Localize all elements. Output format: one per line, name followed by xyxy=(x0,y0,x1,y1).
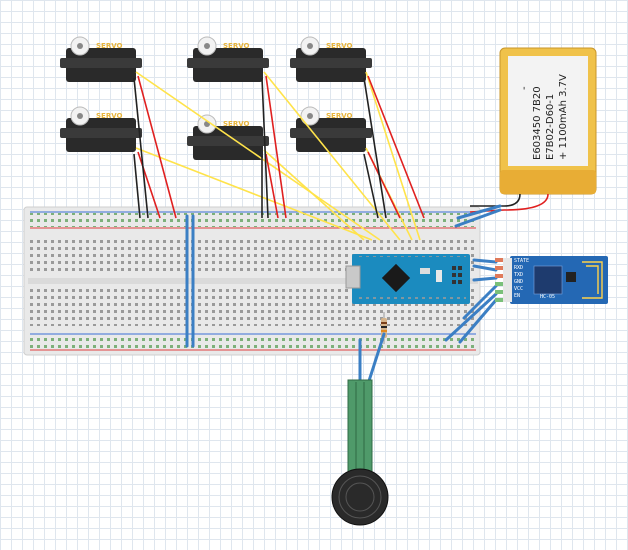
servo-label: SERVO xyxy=(326,42,353,50)
signal-wire-servo-1 xyxy=(135,71,381,241)
ground-wire-servo-3 xyxy=(261,77,269,219)
servo-1: SERVO xyxy=(59,36,143,83)
signal-wire-servo-5 xyxy=(365,71,421,241)
force-sensor xyxy=(331,332,389,526)
servo-label: SERVO xyxy=(326,112,353,120)
lipo-battery: E603450 7B20 E7B02-D60-1 + 1100mAh 3.7V … xyxy=(454,47,597,228)
power-wire-servo-1 xyxy=(137,75,177,219)
power-wire-servo-4 xyxy=(265,153,279,219)
servo-ground-wires xyxy=(133,77,387,219)
bluetooth-pin-label: RXD xyxy=(514,265,523,271)
bluetooth-model: HC-05 xyxy=(540,294,555,300)
rail-jumpers xyxy=(185,214,195,348)
bluetooth-pin-label: GND xyxy=(514,279,523,285)
battery-jumper-2 xyxy=(454,208,502,228)
signal-wire-servo-4 xyxy=(263,149,365,241)
arduino-nano xyxy=(345,254,470,304)
bluetooth-pin-label: VCC xyxy=(514,286,523,292)
breadboard xyxy=(23,206,481,356)
servo-label: SERVO xyxy=(223,42,250,50)
power-wire-servo-3 xyxy=(265,75,287,219)
bottom-power-rail xyxy=(30,335,476,349)
ground-wire-servo-5 xyxy=(363,77,387,219)
servo-4: SERVO xyxy=(186,114,270,161)
power-wire-servo-6 xyxy=(367,151,401,219)
battery-label-line2: E7B02-D60-1 xyxy=(545,94,556,160)
antenna-trace xyxy=(582,261,603,299)
bluetooth-pins xyxy=(495,258,503,302)
ground-wire-servo-2 xyxy=(133,153,141,219)
ground-wire-servo-6 xyxy=(363,153,379,219)
servo-label: SERVO xyxy=(96,112,123,120)
microcontroller-chip xyxy=(381,263,411,293)
sensor-jumper-2 xyxy=(366,332,386,386)
bt-wire-1 xyxy=(472,258,498,264)
bluetooth-wires xyxy=(444,258,498,344)
bluetooth-pin-label: TXD xyxy=(514,272,523,278)
battery-label-line1: E603450 7B20 xyxy=(532,86,543,160)
servo-label: SERVO xyxy=(96,42,123,50)
top-power-rail xyxy=(30,213,476,227)
battery-label-line3: + 1100mAh 3.7V xyxy=(558,74,569,160)
bluetooth-pin-label: EN xyxy=(514,293,520,299)
ground-wire-servo-1 xyxy=(133,77,149,219)
bluetooth-pin-label: STATE xyxy=(514,258,529,264)
battery-jumper-1 xyxy=(456,204,502,220)
bt-wire-2 xyxy=(472,264,498,272)
servo-power-wires xyxy=(137,75,425,219)
battery-ground-wire xyxy=(470,193,521,207)
center-channel xyxy=(28,278,478,284)
servo-5: SERVO xyxy=(289,36,373,83)
battery-power-wire xyxy=(469,193,549,213)
icsp-header xyxy=(452,266,462,284)
signal-wire-servo-2 xyxy=(135,147,373,241)
servo-3: SERVO xyxy=(186,36,270,83)
battery-minus-label: - xyxy=(519,86,530,90)
bt-wire-5 xyxy=(444,292,498,342)
servo-label: SERVO xyxy=(223,120,250,128)
bt-wire-6 xyxy=(458,298,498,344)
usb-port xyxy=(345,265,361,289)
power-wire-servo-2 xyxy=(137,151,161,219)
bt-wire-4 xyxy=(462,284,498,320)
servo-6: SERVO xyxy=(289,106,373,153)
bt-wire-3 xyxy=(472,276,498,282)
power-wire-servo-5 xyxy=(367,75,425,219)
servo-2: SERVO xyxy=(59,106,143,153)
